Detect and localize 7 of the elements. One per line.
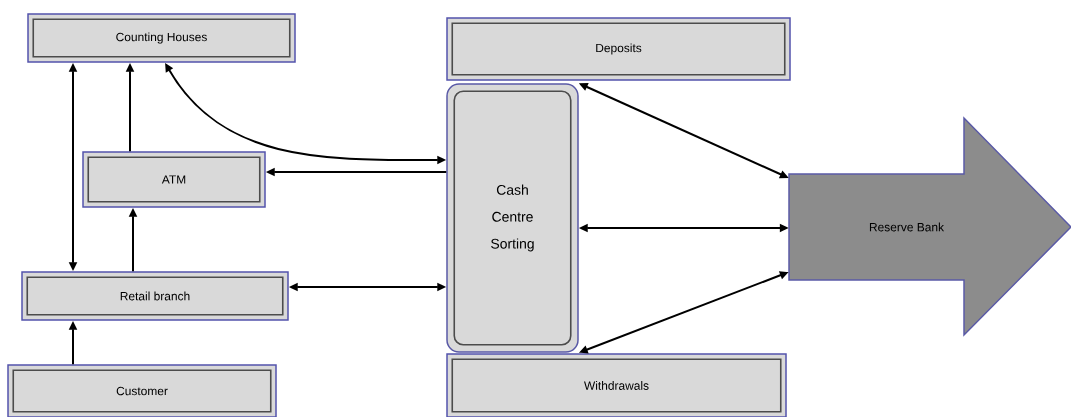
process-box: Deposits (446, 17, 791, 81)
process-box: Cash Centre Sorting (446, 83, 579, 353)
process-box: Counting Houses (27, 13, 296, 63)
process-box: Customer (7, 364, 277, 417)
process-box: ATM (82, 151, 266, 208)
process-box: Withdrawals (446, 353, 787, 417)
process-box: Retail branch (21, 271, 289, 321)
